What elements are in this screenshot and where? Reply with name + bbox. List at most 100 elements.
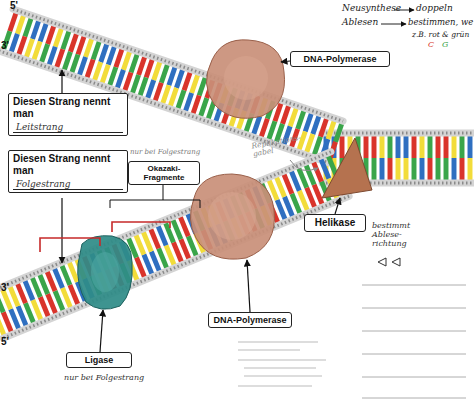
base [69,262,77,281]
base [428,136,433,158]
base [192,75,198,93]
base [48,294,56,313]
base [154,62,160,80]
base [72,54,78,72]
base [436,158,441,180]
base [173,220,181,239]
base [388,158,393,180]
base [136,235,144,254]
base [40,275,48,294]
base [185,93,191,111]
base [70,34,76,52]
base [193,96,199,114]
box-text: Okazaki-Fragmente [133,164,195,182]
base [55,29,61,47]
base [0,293,3,312]
base [468,136,473,158]
base [79,57,85,75]
base [19,36,25,54]
base [166,245,174,264]
base [404,158,409,180]
base [139,57,145,75]
base [33,300,41,319]
fork-pointer [290,160,318,171]
dna-segment [0,152,349,338]
base [10,287,18,306]
fork-label: Replikations- gabel [251,134,305,159]
base [48,26,54,44]
base [444,158,449,180]
base [284,174,292,193]
base [277,177,285,196]
note-text: z.B. rot & grün [412,31,469,39]
box-text: Ligase [71,355,127,365]
strand-end: 5' [1,336,9,347]
base [254,116,260,134]
base [25,281,33,300]
base-letter: G [442,41,448,50]
base [460,136,465,158]
base [17,284,25,303]
base [412,158,417,180]
backbone [322,130,474,137]
base [169,67,175,85]
base [143,232,151,251]
base [17,16,23,34]
base [184,72,190,90]
base [10,13,16,31]
base [307,188,315,207]
base [49,47,55,65]
base [340,136,345,158]
base [372,136,377,158]
base [25,303,33,322]
strand-end: 3' [1,40,9,51]
ligase-shape [78,236,133,310]
base [173,242,181,261]
handwritten-answer: Folgestrang [13,179,123,190]
base [42,44,48,62]
strand-question-box: Diesen Strang nennt manLeitstrang [8,93,128,136]
base [158,226,166,245]
base [136,258,144,277]
base [305,114,311,132]
base [292,194,300,213]
strand-end: 3' [1,282,9,293]
box-text: Helikase [309,217,361,229]
backbone-dots [322,132,474,135]
note-text: bestimmen, we [408,18,473,27]
base [155,83,161,101]
note-text: nur bei Folgestrang [130,149,200,157]
base [62,265,70,284]
base [151,251,159,270]
polymerase-top [206,40,284,118]
base [78,36,84,54]
base [314,137,320,155]
base [34,42,40,60]
base [101,44,107,62]
base [261,119,267,137]
base [269,121,275,139]
enzyme-label-box: DNA-Polymerase [208,312,292,328]
base [452,158,457,180]
base [313,116,319,134]
base [396,136,401,158]
base [321,159,329,178]
base [131,54,137,72]
dna-helix [0,9,474,338]
base [412,136,417,158]
base [460,158,465,180]
base [102,65,108,83]
base [163,85,169,103]
base [70,285,78,304]
base [307,134,313,152]
base [93,42,99,60]
base [95,62,101,80]
base [146,60,152,78]
base [25,18,31,36]
base [380,136,385,158]
base [314,185,322,204]
polymerase-bottom [190,174,274,259]
base [314,162,322,181]
note-text: doppeln [416,4,453,14]
